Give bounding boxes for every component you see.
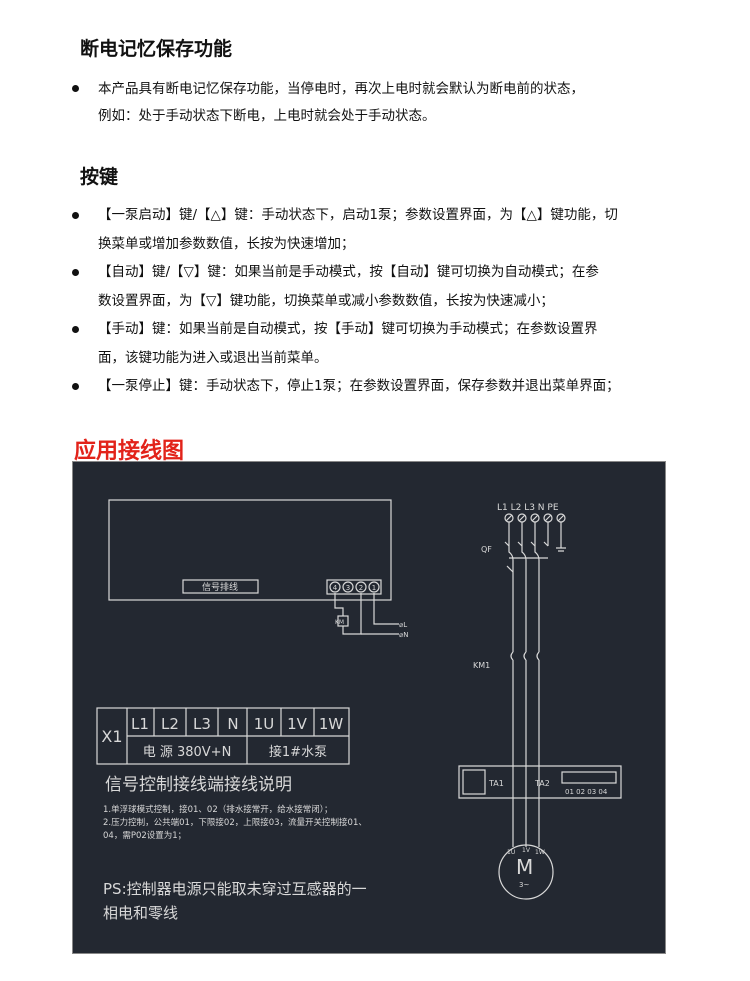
list-item-line: 【一泵启动】键/【△】键：手动状态下，启动1泵；参数设置界面，为【△】键功能，切 — [98, 207, 618, 223]
phi-l-label: ⌀L — [399, 621, 407, 629]
qf-label: QF — [481, 545, 492, 554]
qf-link — [506, 557, 548, 573]
x1-label: X1 — [101, 727, 122, 746]
motor-phase: 1U — [507, 849, 515, 856]
list-item-line: 换菜单或增加参数数值，长按为快速增加； — [98, 236, 355, 252]
x1-cell: 1W — [319, 715, 344, 733]
ct-terminals: 01 02 03 04 — [565, 788, 608, 796]
ps-note: PS:控制器电源只能取未穿过互感器的一 — [103, 880, 367, 898]
km1-contacts — [510, 651, 540, 661]
x1-table: X1 L1 L2 L3 N 1U 1V 1W 电 源 380V+N 接1#水泵 — [96, 707, 350, 765]
signal-title: 信号控制接线端接线说明 — [105, 775, 292, 795]
note-line: 1.单浮球模式控制，接01、02（排水接常开，给水接常闭）； — [103, 804, 333, 815]
terminal-block — [326, 579, 382, 595]
ta1-label: TA1 — [488, 779, 504, 788]
paragraph-line: 本产品具有断电记忆保存功能，当停电时，再次上电时就会默认为断电前的状态， — [98, 81, 584, 97]
phase-lines — [508, 546, 540, 652]
ct-terminal-block — [561, 771, 617, 784]
phi-n-label: ⌀N — [399, 631, 408, 639]
list-item-line: 面，该键功能为进入或退出当前菜单。 — [98, 350, 328, 366]
ta2-label: TA2 — [534, 779, 550, 788]
x1-cell: L1 — [131, 715, 149, 733]
list-item-line: 数设置界面，为【▽】键功能，切换菜单或减小参数数值，长按为快速减小； — [98, 293, 554, 309]
terminal-2 — [355, 581, 367, 593]
signal-cable-label: 信号排线 — [202, 581, 238, 593]
section-title-power-memory: 断电记忆保存功能 — [80, 38, 233, 60]
km1-label: KM1 — [473, 661, 490, 670]
list-item-line: 【自动】键/【▽】键：如果当前是手动模式，按【自动】键可切换为自动模式；在参 — [98, 264, 599, 280]
bullet — [72, 326, 79, 333]
terminal-label: 2 — [359, 584, 363, 592]
note-line: 04，需P02设置为1； — [103, 830, 186, 841]
pump-label: 接1#水泵 — [269, 744, 327, 760]
section-title-keys: 按键 — [80, 166, 119, 188]
x1-cell: N — [227, 715, 238, 733]
terminal-4 — [329, 581, 341, 593]
bus-drops — [508, 522, 566, 552]
ta1-box — [462, 769, 486, 795]
controller-box — [108, 499, 392, 601]
motor-sub: 3~ — [519, 881, 529, 889]
x1-cell: 1V — [287, 715, 308, 733]
motor-label: M — [516, 855, 533, 879]
list-item-line: 【一泵停止】键：手动状态下，停止1泵；在参数设置界面，保存参数并退出菜单界面； — [98, 378, 620, 394]
ct-box — [458, 765, 622, 799]
km-coil — [337, 615, 349, 627]
qf-breakers — [504, 541, 549, 547]
ps-note: 相电和零线 — [103, 904, 178, 922]
bullet — [72, 269, 79, 276]
wire-km-loop — [334, 593, 362, 635]
wiring-diagram-svg: 信号排线 4 3 2 1 KM ⌀L ⌀N X1 L1 L2 L3 N 1U 1… — [96, 499, 622, 922]
motor-phase: 1W — [535, 849, 545, 856]
list-item-line: 【手动】键：如果当前是自动模式，按【手动】键可切换为手动模式；在参数设置界 — [98, 321, 598, 337]
note-line: 2.压力控制，公共端01，下限接02，上限接03，流量开关控制接01、 — [103, 817, 367, 828]
motor-circle — [498, 844, 554, 900]
terminal-label: 3 — [346, 584, 350, 592]
x1-cell: L3 — [193, 715, 211, 733]
motor-phase: 1V — [522, 847, 531, 854]
terminal-3 — [342, 581, 354, 593]
paragraph-line: 例如：处于手动状态下断电，上电时就会处于手动状态。 — [98, 108, 436, 124]
terminal-circles: 4 3 2 1 — [329, 581, 380, 593]
signal-cable-box — [182, 579, 259, 594]
terminal-1 — [368, 581, 380, 593]
motor-feed-lines — [512, 660, 540, 847]
power-label: 电 源 380V+N — [143, 745, 232, 760]
km-label: KM — [335, 619, 344, 626]
terminal-label: 4 — [333, 584, 338, 592]
wiring-diagram: 信号排线 4 3 2 1 KM ⌀L ⌀N X1 L1 L2 L3 N 1U 1… — [72, 461, 666, 954]
bullet — [72, 383, 79, 390]
bus-terminals — [504, 513, 566, 523]
x1-cell: L2 — [161, 715, 179, 733]
bullet — [72, 212, 79, 219]
wire-l-n — [361, 593, 399, 635]
bus-labels: L1 L2 L3 N PE — [497, 503, 559, 513]
bullet — [72, 85, 79, 92]
section-title-wiring: 应用接线图 — [74, 439, 185, 464]
x1-cell: 1U — [254, 715, 275, 733]
terminal-label: 1 — [372, 584, 376, 592]
